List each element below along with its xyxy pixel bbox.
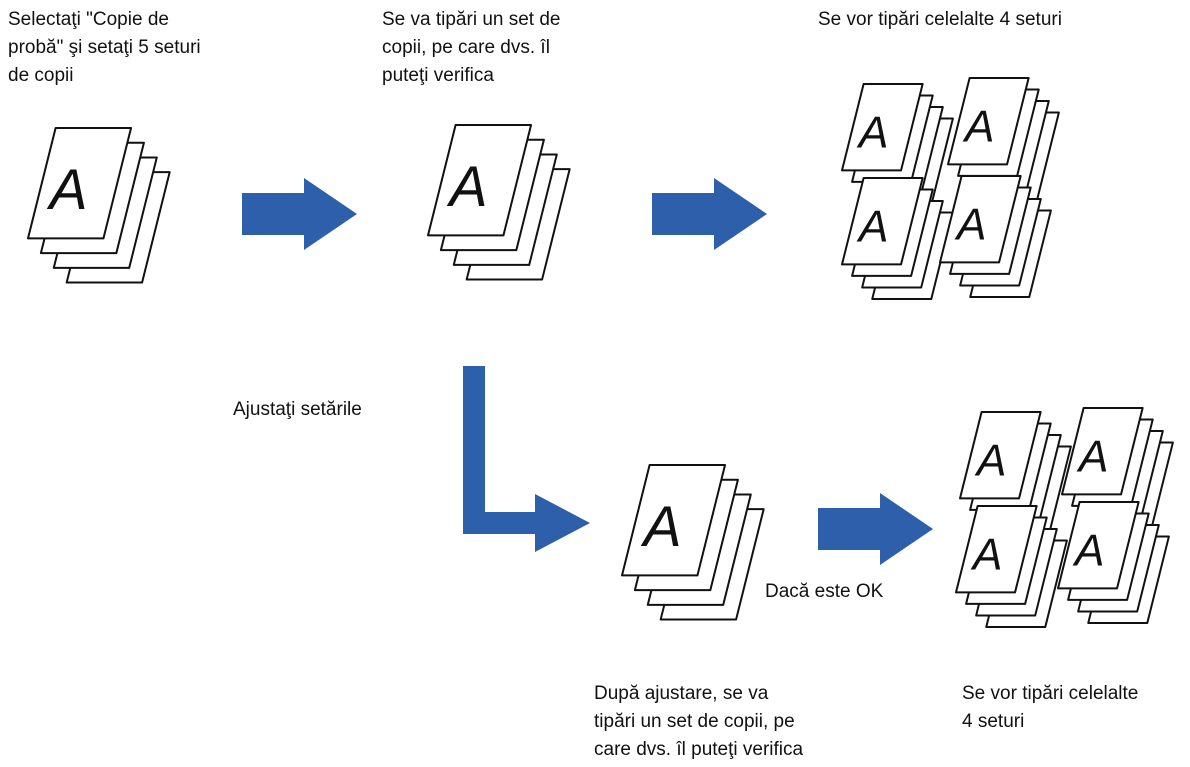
caption-line: tipări un set de copii, pe — [594, 711, 795, 732]
caption-line: care dvs. îl puteţi verifica — [594, 739, 804, 760]
caption-line: 4 seturi — [962, 711, 1025, 732]
caption-line: copii, pe care dvs. îl — [382, 37, 550, 58]
paper-sheet-top — [947, 77, 1030, 166]
caption-line: puteţi verifica — [382, 65, 494, 86]
page-letter: A — [856, 202, 889, 251]
caption-line: Se va tipări un set de — [382, 9, 561, 30]
page-letter: A — [1076, 432, 1109, 481]
caption-one-set-printed: Se va tipări un set de copii, pe care dv… — [382, 6, 561, 90]
page-letter: A — [640, 495, 681, 559]
paper-sheet-top — [1061, 407, 1144, 496]
page-letter: A — [46, 158, 87, 222]
caption-if-ok: Dacă este OK — [765, 578, 883, 606]
paper-sheet-top — [955, 505, 1038, 594]
caption-line: Se vor tipări celelalte 4 seturi — [818, 9, 1062, 30]
page-letter: A — [1072, 526, 1105, 575]
caption-adjust-settings: Ajustaţi setările — [233, 396, 362, 424]
paper-sheet-top — [427, 124, 533, 237]
page-letter: A — [446, 155, 487, 219]
paper-stack-icon: A — [621, 464, 765, 621]
paper-stack-icon: A — [427, 124, 571, 281]
paper-stack-icon: A — [939, 175, 1052, 298]
arrow-right-icon — [242, 178, 357, 250]
paper-stack-icon: A — [1057, 501, 1170, 624]
caption-remaining-sets-final: Se vor tipări celelalte 4 seturi — [962, 680, 1138, 736]
caption-line: Ajustaţi setările — [233, 399, 362, 420]
paper-sheet-top — [1057, 501, 1140, 590]
paper-sheet-top — [959, 411, 1042, 500]
caption-line: Dacă este OK — [765, 581, 884, 602]
paper-sheet-top — [27, 127, 133, 240]
paper-sheet-top — [621, 464, 727, 577]
caption-line: probă" şi setaţi 5 seturi — [8, 37, 201, 58]
page-letter: A — [962, 102, 995, 151]
caption-line: de copii — [8, 65, 74, 86]
paper-stack-icon: A — [1061, 407, 1174, 530]
caption-line: Selectaţi "Copie de — [8, 9, 169, 30]
page-letter: A — [856, 108, 889, 157]
caption-line: Se vor tipări celelalte — [962, 683, 1139, 704]
arrow-right-icon — [818, 493, 933, 565]
paper-stack-icon: A — [841, 177, 954, 300]
caption-after-adjust: După ajustare, se va tipări un set de co… — [594, 680, 803, 764]
arrow-down-right-icon — [463, 366, 590, 552]
caption-line: După ajustare, se va — [594, 683, 769, 704]
caption-remaining-sets: Se vor tipări celelalte 4 seturi — [818, 6, 1062, 34]
paper-sheet-top — [939, 175, 1022, 264]
caption-select-proof: Selectaţi "Copie de probă" şi setaţi 5 s… — [8, 6, 201, 90]
page-letter: A — [954, 200, 987, 249]
page-letter: A — [970, 530, 1003, 579]
arrow-right-icon — [652, 178, 767, 250]
paper-stack-icon: A — [27, 127, 171, 284]
paper-stack-icon: A — [955, 505, 1068, 628]
paper-sheet-top — [841, 83, 924, 172]
page-letter: A — [974, 436, 1007, 485]
paper-sheet-top — [841, 177, 924, 266]
